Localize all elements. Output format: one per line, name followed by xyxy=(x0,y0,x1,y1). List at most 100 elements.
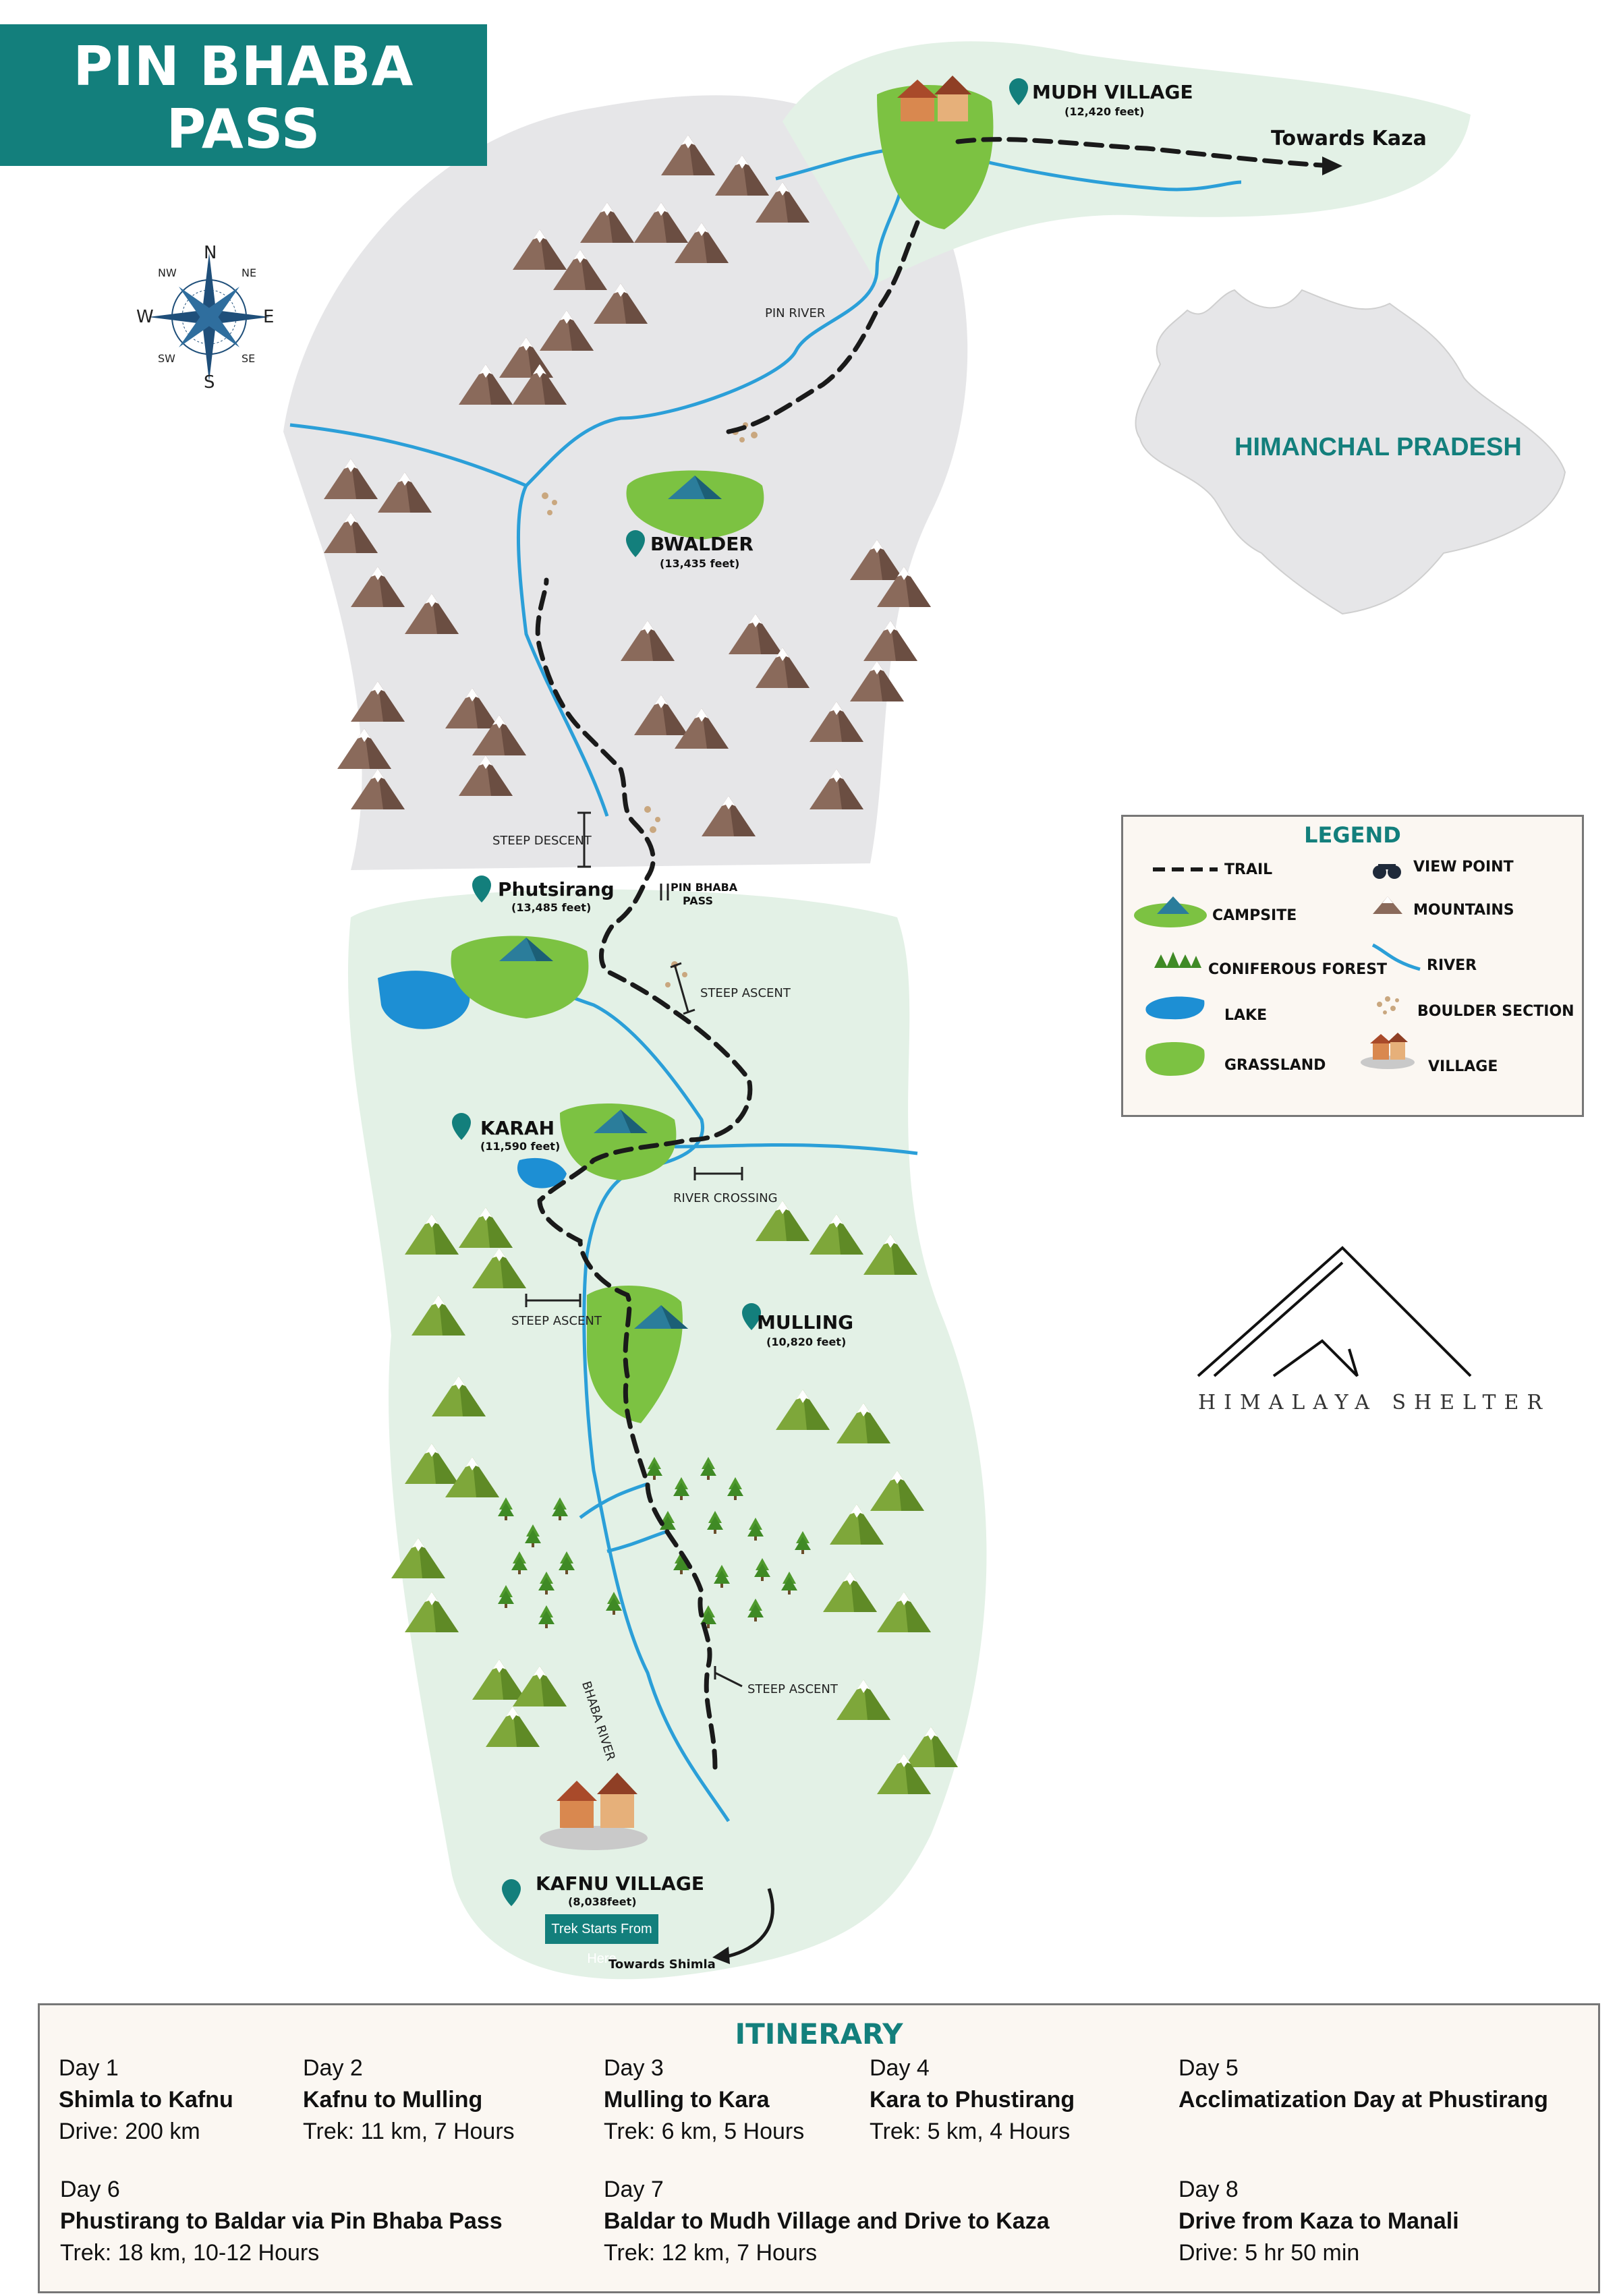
state-outline-icon xyxy=(1135,289,1566,615)
steep-ascent-label-2: STEEP ASCENT xyxy=(511,1314,602,1328)
day-detail: Trek: 6 km, 5 Hours xyxy=(604,2119,805,2144)
trail-path xyxy=(535,137,1325,1770)
kafnu-village-label: KAFNU VILLAGE xyxy=(536,1872,704,1895)
towards-shimla-label: Towards Shimla xyxy=(608,1957,716,1972)
mudh-village-altitude: (12,420 feet) xyxy=(1064,105,1145,118)
itinerary-day: Day 4 Kara to Phustirang Trek: 5 km, 4 H… xyxy=(870,2053,1075,2148)
itinerary-day: Day 7 Baldar to Mudh Village and Drive t… xyxy=(604,2174,1050,2269)
location-pin-icon xyxy=(502,1879,521,1906)
day-title: Phustirang to Baldar via Pin Bhaba Pass xyxy=(60,2208,503,2234)
location-pin-icon xyxy=(742,1303,761,1330)
legend-grassland: GRASSLAND xyxy=(1224,1057,1326,1074)
forest-zone xyxy=(347,889,987,1980)
lake-icon xyxy=(517,1157,567,1188)
day-title: Acclimatization Day at Phustirang xyxy=(1178,2087,1548,2113)
state-label: HIMANCHAL PRADESH xyxy=(1234,433,1522,461)
compass-w: W xyxy=(136,307,154,327)
compass-n: N xyxy=(204,243,217,263)
lake-legend-icon xyxy=(1145,996,1205,1020)
day-number: Day 5 xyxy=(1178,2055,1239,2081)
location-pin-icon xyxy=(452,1113,471,1140)
mudh-village-label: MUDH VILLAGE xyxy=(1032,81,1193,103)
grassland-legend-icon xyxy=(1145,1042,1205,1076)
trek-start-badge: Trek Starts From Here xyxy=(545,1914,658,1966)
itinerary-day: Day 8 Drive from Kaza to Manali Drive: 5… xyxy=(1178,2174,1459,2269)
location-pin-icon xyxy=(472,876,491,902)
house-icon xyxy=(540,1773,648,1850)
compass-e: E xyxy=(263,307,275,327)
day-title: Drive from Kaza to Manali xyxy=(1178,2208,1459,2234)
legend-title: LEGEND xyxy=(1304,822,1401,848)
mountain-legend-icon xyxy=(1373,896,1402,914)
binoculars-icon xyxy=(1373,864,1401,879)
arrow-icon xyxy=(712,1947,730,1964)
phutsirang-label: Phutsirang xyxy=(498,878,615,900)
location-pin-icon xyxy=(626,530,645,557)
legend-campsite: CAMPSITE xyxy=(1212,907,1297,924)
itinerary-day: Day 5 Acclimatization Day at Phustirang xyxy=(1178,2053,1548,2116)
day-title: Kafnu to Mulling xyxy=(303,2087,483,2113)
towards-shimla-arrow xyxy=(728,1888,774,1958)
steep-ascent-label-3: STEEP ASCENT xyxy=(747,1682,838,1696)
boulder-legend-icon xyxy=(1377,996,1399,1014)
day-number: Day 7 xyxy=(604,2177,664,2202)
steep-ascent-label-1: STEEP ASCENT xyxy=(700,986,791,1000)
coniferous-forest-icon xyxy=(1154,952,1201,968)
day-detail: Drive: 5 hr 50 min xyxy=(1178,2240,1360,2266)
itinerary-day: Day 6 Phustirang to Baldar via Pin Bhaba… xyxy=(60,2174,503,2269)
day-detail: Trek: 11 km, 7 Hours xyxy=(303,2119,515,2144)
towards-kaza-label: Towards Kaza xyxy=(1271,127,1427,150)
kafnu-village-altitude: (8,038feet) xyxy=(568,1895,637,1908)
karah-label: KARAH xyxy=(480,1117,555,1139)
tent-icon xyxy=(668,476,722,499)
compass-sw: SW xyxy=(158,352,175,365)
map-title: PIN BHABA PASS xyxy=(73,35,414,161)
day-detail: Trek: 18 km, 10-12 Hours xyxy=(60,2240,320,2266)
location-pin-icon xyxy=(1009,78,1028,105)
river-crossing-label: RIVER CROSSING xyxy=(673,1191,778,1205)
river-legend-icon xyxy=(1371,943,1421,971)
campsite-legend-icon xyxy=(1134,896,1207,927)
legend-panel: LEGEND TRAIL VIEW POINT CAMPSITE MOUNTAI… xyxy=(1121,815,1584,1117)
day-number: Day 6 xyxy=(60,2177,120,2202)
day-title: Mulling to Kara xyxy=(604,2087,770,2113)
itinerary-day: Day 3 Mulling to Kara Trek: 6 km, 5 Hour… xyxy=(604,2053,804,2148)
compass-icon xyxy=(148,253,270,381)
legend-symbols xyxy=(1134,864,1421,1076)
legend-river: RIVER xyxy=(1427,957,1477,974)
tent-icon xyxy=(499,938,553,961)
legend-view-point: VIEW POINT xyxy=(1413,859,1514,876)
campsite-karah xyxy=(560,1103,677,1180)
pin-bhaba-pass-label: PIN BHABA xyxy=(671,881,738,894)
compass-se: SE xyxy=(242,352,256,365)
house-icon xyxy=(897,76,971,121)
mulling-altitude: (10,820 feet) xyxy=(766,1336,847,1348)
legend-trail: TRAIL xyxy=(1224,861,1273,878)
steep-descent-label: STEEP DESCENT xyxy=(492,834,592,848)
day-title: Shimla to Kafnu xyxy=(59,2087,233,2113)
itinerary-title: ITINERARY xyxy=(735,2017,903,2050)
campsite-bwalder xyxy=(626,470,764,540)
phutsirang-altitude: (13,485 feet) xyxy=(511,901,592,914)
legend-mountains: MOUNTAINS xyxy=(1413,902,1514,919)
day-number: Day 2 xyxy=(303,2055,363,2081)
pin-river-label: PIN RIVER xyxy=(765,306,826,320)
compass-ne: NE xyxy=(242,266,257,279)
day-number: Day 3 xyxy=(604,2055,664,2081)
itinerary-day: Day 1 Shimla to Kafnu Drive: 200 km xyxy=(59,2053,233,2148)
legend-village: VILLAGE xyxy=(1428,1058,1498,1075)
itinerary-panel: ITINERARY Day 1 Shimla to Kafnu Drive: 2… xyxy=(38,2003,1600,2293)
day-title: Kara to Phustirang xyxy=(870,2087,1075,2113)
day-detail: Drive: 200 km xyxy=(59,2119,200,2144)
karah-altitude: (11,590 feet) xyxy=(480,1140,561,1153)
day-number: Day 1 xyxy=(59,2055,119,2081)
legend-lake: LAKE xyxy=(1224,1007,1268,1024)
title-banner: PIN BHABA PASS TREK MAP xyxy=(0,24,487,207)
day-detail: Trek: 12 km, 7 Hours xyxy=(604,2240,818,2266)
himalaya-shelter-logo-icon xyxy=(1197,1246,1472,1377)
campsite-phutsirang xyxy=(451,936,589,1018)
arrow-icon xyxy=(1322,156,1342,175)
map-subtitle: TREK MAP xyxy=(134,163,353,207)
tent-icon xyxy=(634,1305,688,1329)
